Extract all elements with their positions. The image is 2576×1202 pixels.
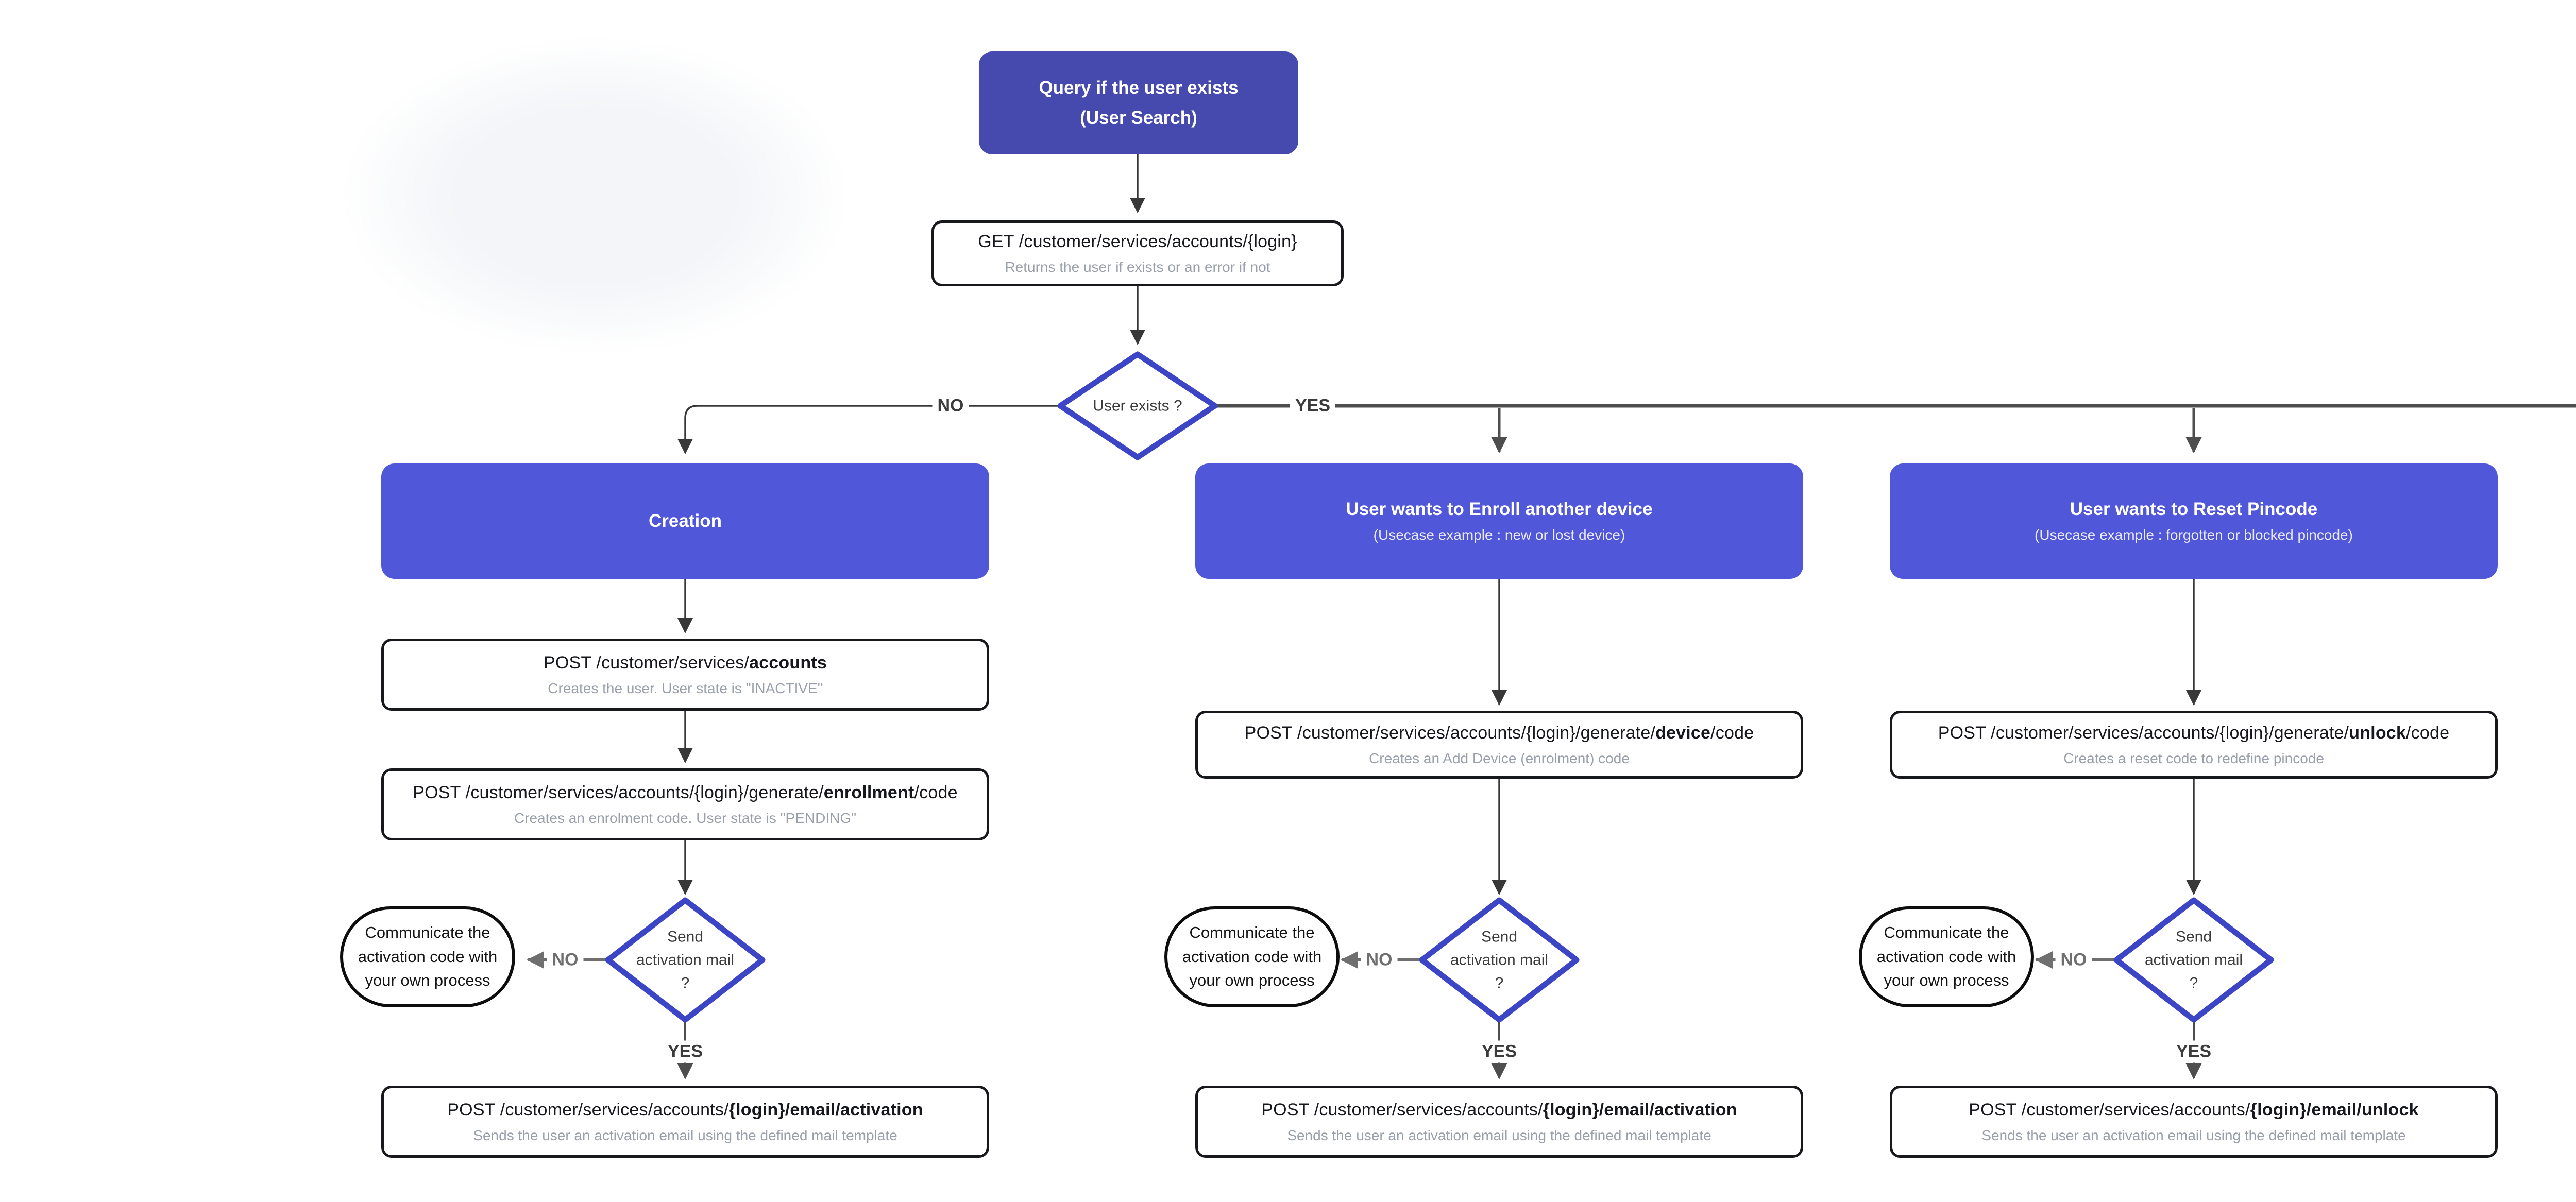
edge-label-no: NO	[1361, 949, 1398, 971]
column-reset-pincode-header: User wants to Reset Pincode (Usecase exa…	[1890, 463, 2498, 579]
api-generate-unlock-node: POST /customer/services/accounts/{login}…	[1890, 711, 2498, 779]
column-enroll-device-header: User wants to Enroll another device (Use…	[1195, 463, 1803, 579]
user-search-api-node: GET /customer/services/accounts/{login} …	[931, 220, 1344, 286]
api-description: Returns the user if exists or an error i…	[1005, 259, 1270, 275]
decision-line: activation mail	[1450, 951, 1549, 969]
api-path: POST /customer/services/accounts/{login}…	[1244, 723, 1754, 743]
send-mail-decision-label-1: Send activation mail ?	[621, 925, 750, 995]
own-process-ellipse-2: Communicate the activation code with you…	[1164, 906, 1340, 1007]
header-title: Creation	[649, 511, 722, 531]
edge-label-no: NO	[547, 949, 584, 971]
api-path: GET /customer/services/accounts/{login}	[978, 231, 1297, 251]
header-subtitle: (Usecase example : new or lost device)	[1373, 527, 1625, 543]
ellipse-line: your own process	[365, 971, 490, 990]
ellipse-line: your own process	[1884, 971, 2009, 990]
blurred-watermark	[340, 36, 850, 355]
ellipse-line: activation code with	[1182, 947, 1322, 966]
edge-label-yes: YES	[662, 1040, 708, 1063]
decision-line: Send	[667, 928, 704, 946]
start-title: Query if the user exists	[1039, 77, 1239, 98]
ellipse-line: activation code with	[1876, 947, 2016, 966]
ellipse-line: your own process	[1189, 971, 1315, 990]
ellipse-line: activation code with	[358, 947, 498, 966]
api-description: Sends the user an activation email using…	[1981, 1127, 2406, 1143]
header-title: User wants to Enroll another device	[1346, 499, 1653, 519]
send-mail-decision-label-2: Send activation mail ?	[1435, 925, 1564, 995]
start-subtitle: (User Search)	[1080, 108, 1197, 128]
edge-label-no: NO	[932, 394, 969, 417]
api-path: POST /customer/services/accounts/{login}…	[1969, 1100, 2419, 1120]
decision-line: activation mail	[636, 951, 735, 969]
api-path: POST /customer/services/accounts/{login}…	[1261, 1100, 1737, 1120]
start-node: Query if the user exists (User Search)	[979, 51, 1298, 154]
api-description: Sends the user an activation email using…	[1287, 1127, 1711, 1143]
decision-line: activation mail	[2144, 951, 2243, 969]
api-description: Creates the user. User state is "INACTIV…	[548, 680, 823, 696]
column-creation-header: Creation	[381, 463, 989, 579]
edge-label-yes: YES	[2171, 1040, 2217, 1063]
header-title: User wants to Reset Pincode	[2070, 499, 2318, 519]
ellipse-text: Communicate the activation code with you…	[1877, 921, 2016, 993]
decision-line: ?	[1495, 974, 1504, 992]
header-subtitle: (Usecase example : forgotten or blocked …	[2035, 527, 2353, 543]
decision-line: Send	[1481, 928, 1518, 946]
edge-label-no: NO	[2055, 949, 2092, 971]
ellipse-line: Communicate the	[1884, 923, 2009, 942]
api-create-account-node: POST /customer/services/accounts Creates…	[381, 639, 989, 711]
api-email-unlock-node: POST /customer/services/accounts/{login}…	[1890, 1086, 2498, 1158]
user-exists-decision-label: User exists ?	[1093, 397, 1182, 415]
ellipse-line: Communicate the	[1189, 923, 1315, 942]
own-process-ellipse-1: Communicate the activation code with you…	[340, 906, 515, 1007]
api-generate-device-node: POST /customer/services/accounts/{login}…	[1195, 711, 1803, 779]
decision-line: ?	[681, 974, 690, 992]
api-path: POST /customer/services/accounts	[544, 652, 827, 673]
api-path: POST /customer/services/accounts/{login}…	[1938, 723, 2450, 743]
api-email-activation-node-1: POST /customer/services/accounts/{login}…	[381, 1086, 989, 1158]
api-description: Creates an enrolment code. User state is…	[514, 810, 857, 826]
edge-label-yes: YES	[1290, 394, 1336, 417]
api-description: Sends the user an activation email using…	[473, 1127, 897, 1143]
decision-line: ?	[2189, 974, 2198, 992]
ellipse-text: Communicate the activation code with you…	[358, 921, 498, 993]
send-mail-decision-label-3: Send activation mail ?	[2129, 925, 2258, 995]
ellipse-text: Communicate the activation code with you…	[1182, 921, 1322, 993]
api-path: POST /customer/services/accounts/{login}…	[447, 1100, 923, 1120]
own-process-ellipse-3: Communicate the activation code with you…	[1859, 906, 2034, 1007]
edge-label-yes: YES	[1476, 1040, 1522, 1063]
api-email-activation-node-2: POST /customer/services/accounts/{login}…	[1195, 1086, 1803, 1158]
ellipse-line: Communicate the	[365, 923, 490, 942]
api-description: Creates an Add Device (enrolment) code	[1369, 750, 1630, 766]
api-description: Creates a reset code to redefine pincode	[2063, 750, 2324, 766]
decision-line: Send	[2175, 928, 2212, 946]
api-generate-enrollment-node: POST /customer/services/accounts/{login}…	[381, 768, 989, 840]
api-path: POST /customer/services/accounts/{login}…	[413, 782, 958, 802]
